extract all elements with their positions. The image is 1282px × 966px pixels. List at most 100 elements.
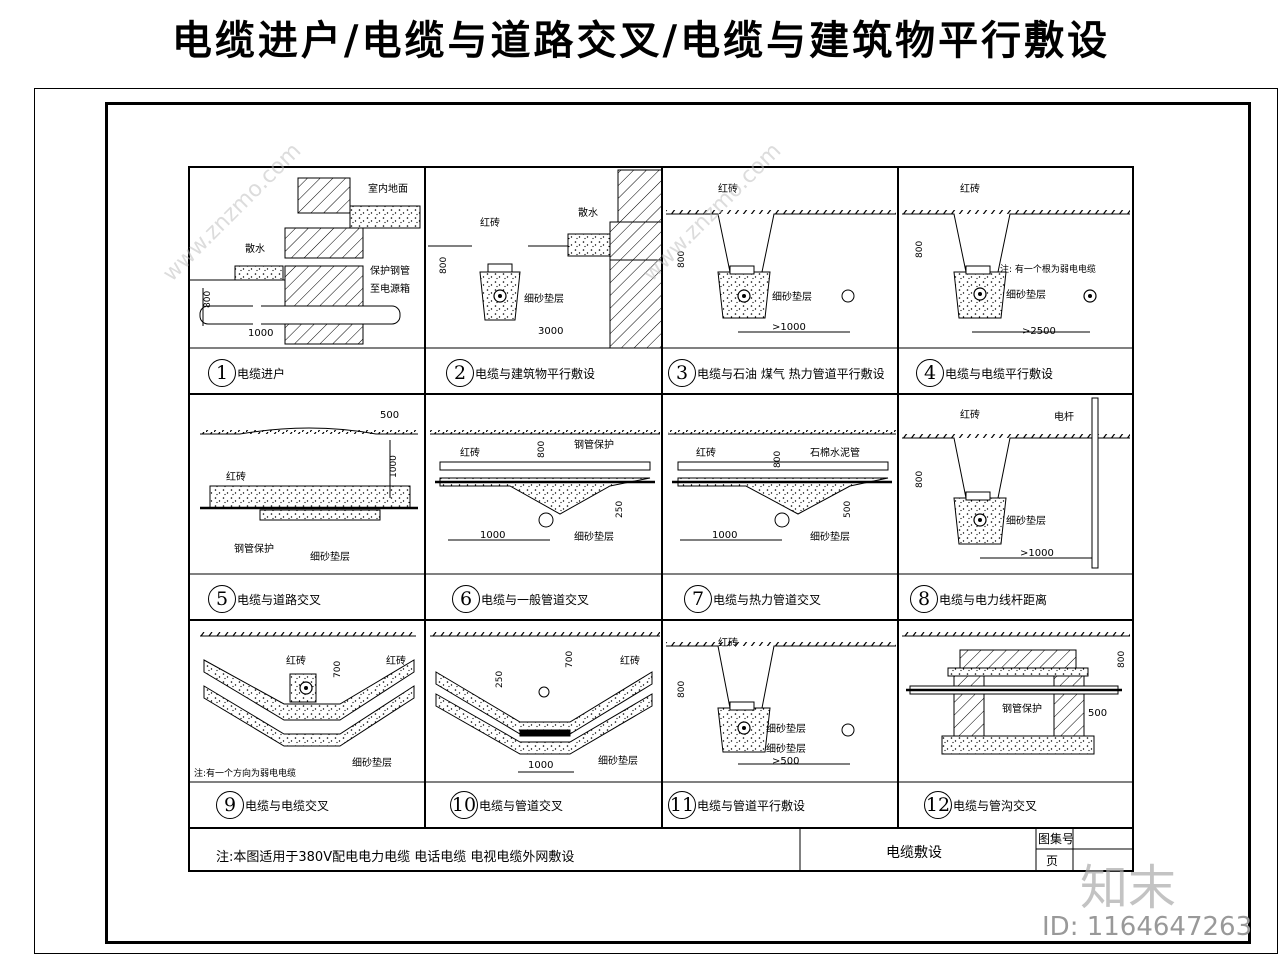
panel-number: 1: [208, 359, 236, 387]
dim-9-700: 700: [333, 661, 343, 678]
dim-4-2500: >2500: [1022, 326, 1056, 337]
dim-11-500: >500: [772, 756, 799, 767]
label-steel-12: 钢管保护: [1002, 702, 1042, 715]
dim-7-1000: 1000: [712, 530, 737, 541]
dim-6-800: 800: [537, 441, 547, 458]
cable-3: [737, 289, 751, 303]
label-steel-5: 钢管保护: [234, 542, 274, 555]
drawing-frame: [105, 102, 1251, 944]
label-red-brick-8: 红砖: [960, 408, 980, 421]
caption-text: 电缆与电缆平行敷设: [945, 366, 1054, 381]
label-red-brick-6: 红砖: [460, 446, 480, 459]
watermark-id: ID: 1164647263: [1042, 912, 1253, 942]
panel-number: 10: [450, 791, 478, 819]
drawing-name: 电缆敷设: [886, 845, 942, 861]
label-red-brick-9b: 红砖: [386, 654, 406, 667]
cable-8: [973, 513, 987, 527]
caption-text: 电缆与一般管道交叉: [481, 592, 590, 607]
panel-number: 7: [684, 585, 712, 613]
dim-6-1000: 1000: [480, 530, 505, 541]
caption-text: 电缆与管沟交叉: [953, 798, 1038, 813]
dim-4-800: 800: [915, 241, 925, 258]
label-sand-11a: 细砂垫层: [766, 722, 806, 735]
caption-text: 电缆与石油 煤气 热力管道平行敷设: [697, 366, 885, 381]
panel-number: 12: [924, 791, 952, 819]
dim-1-800: 800: [203, 291, 213, 308]
dim-5-1000: 1000: [389, 455, 399, 478]
panel-number: 6: [452, 585, 480, 613]
panel-number: 11: [668, 791, 696, 819]
caption-text: 电缆与热力管道交叉: [713, 592, 822, 607]
outer-border: [34, 88, 1278, 954]
caption-text: 电缆与电缆交叉: [245, 798, 330, 813]
atlas-number-label: 图集号: [1038, 832, 1075, 846]
dim-7-800: 800: [773, 451, 783, 468]
panel-number: 5: [208, 585, 236, 613]
cable-2: [493, 289, 507, 303]
label-sand-8: 细砂垫层: [1006, 514, 1046, 527]
panel-number: 3: [668, 359, 696, 387]
caption-text: 电缆与管道平行敷设: [697, 798, 806, 813]
page-label: 页: [1046, 854, 1059, 868]
label-red-brick-9a: 红砖: [286, 654, 306, 667]
caption-text: 电缆与管道交叉: [479, 798, 564, 813]
caption-text: 电缆与建筑物平行敷设: [475, 366, 596, 381]
label-sand-9: 细砂垫层: [352, 756, 392, 769]
label-indoor-floor: 室内地面: [368, 182, 408, 195]
panel-number: 9: [216, 791, 244, 819]
label-red-brick-10: 红砖: [620, 654, 640, 667]
label-sand-5: 细砂垫层: [310, 550, 350, 563]
label-asbestos-7: 石棉水泥管: [810, 446, 860, 459]
label-sand-10: 细砂垫层: [598, 754, 638, 767]
label-protect-pipe: 保护钢管: [370, 264, 410, 277]
label-steel-6: 钢管保护: [574, 438, 614, 451]
caption-text: 电缆与电力线杆距离: [939, 592, 1048, 607]
footer-note: 注:本图适用于380V配电电力电缆 电话电缆 电视电缆外网敷设: [216, 850, 575, 865]
dim-12-800: 800: [1117, 651, 1127, 668]
caption-text: 电缆进户: [237, 366, 286, 381]
label-red-brick-11: 红砖: [718, 636, 738, 649]
dim-12-500: 500: [1088, 708, 1107, 719]
label-note-4: 注: 有一个根为弱电电缆: [1000, 263, 1096, 275]
label-red-brick-4: 红砖: [960, 182, 980, 195]
panel-number: 4: [916, 359, 944, 387]
cable-11: [737, 721, 751, 735]
label-sand-11b: 细砂垫层: [766, 742, 806, 755]
dim-10-1000: 1000: [528, 760, 553, 771]
dim-7-500: 500: [843, 501, 853, 518]
cable-9: [299, 681, 313, 695]
dim-10-700: 700: [565, 651, 575, 668]
dim-8-1000: >1000: [1020, 548, 1054, 559]
drawing-sheet: 室内地面 散水 保护钢管 至电源箱 1000 800 红砖 散水 细砂垫层 30…: [188, 166, 1134, 872]
dim-1-1000: 1000: [248, 328, 273, 339]
dim-3-1000: >1000: [772, 322, 806, 333]
cable-4b: [1083, 289, 1097, 303]
panel-number: 8: [910, 585, 938, 613]
watermark-brand: 知末: [1080, 860, 1177, 916]
dim-11-800: 800: [677, 681, 687, 698]
dim-10-250: 250: [495, 671, 505, 688]
label-apron-2: 散水: [578, 206, 598, 219]
label-apron-1: 散水: [245, 242, 265, 255]
label-red-brick-7: 红砖: [696, 446, 716, 459]
dim-8-800: 800: [915, 471, 925, 488]
dim-2-3000: 3000: [538, 326, 563, 337]
label-red-brick-3: 红砖: [718, 182, 738, 195]
page-title: 电缆进户/电缆与道路交叉/电缆与建筑物平行敷设: [171, 17, 1111, 64]
dim-2-800: 800: [439, 257, 449, 274]
label-sand-3: 细砂垫层: [772, 290, 812, 303]
dim-5-500: 500: [380, 410, 399, 421]
label-sand-6: 细砂垫层: [574, 530, 614, 543]
label-sand-4: 细砂垫层: [1006, 288, 1046, 301]
label-red-brick-2: 红砖: [480, 216, 500, 229]
